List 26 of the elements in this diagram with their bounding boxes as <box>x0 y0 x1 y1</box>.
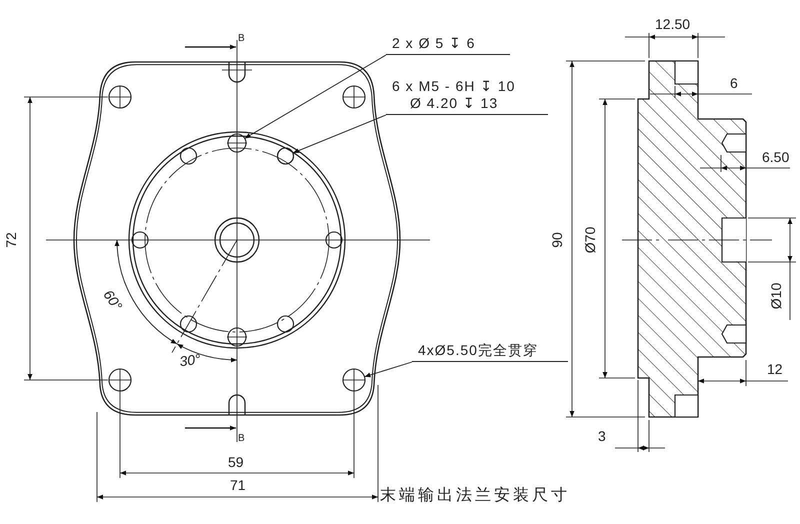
dimension-label: 71 <box>230 478 246 492</box>
dimension-label: 6 <box>730 76 738 90</box>
hole <box>342 368 366 392</box>
callout-text: 4xØ5.50完全贯穿 <box>418 342 539 359</box>
dimension-label: 12 <box>767 362 783 376</box>
dimension-label: 72 <box>4 232 18 248</box>
dimension-label: 3 <box>598 429 606 443</box>
leader-line <box>292 114 386 154</box>
section-mark: B <box>238 434 245 444</box>
hole <box>276 147 294 165</box>
caption: 末端输出法兰安装尺寸 <box>380 488 570 504</box>
leader-line <box>364 362 412 378</box>
section-mark: B <box>238 34 245 44</box>
dimension-label: 12.50 <box>655 17 690 31</box>
callout-text: 2 x Ø 5 ↧ 6 <box>392 35 476 52</box>
hole <box>227 133 247 153</box>
callout-text: Ø 4.20 ↧ 13 <box>409 94 500 112</box>
dimension-label: Ø10 <box>769 282 783 310</box>
angle-label: 60° <box>101 287 125 313</box>
dimension-label: 90 <box>550 232 564 248</box>
leader-line <box>244 54 386 139</box>
dimension-label: 6.50 <box>762 150 790 164</box>
dimension-label: 59 <box>228 455 244 469</box>
callout-text: 6 x M5 - 6H ↧ 10 <box>392 78 516 95</box>
dimension-label: Ø70 <box>583 226 597 254</box>
angle-label: 30° <box>178 352 202 368</box>
